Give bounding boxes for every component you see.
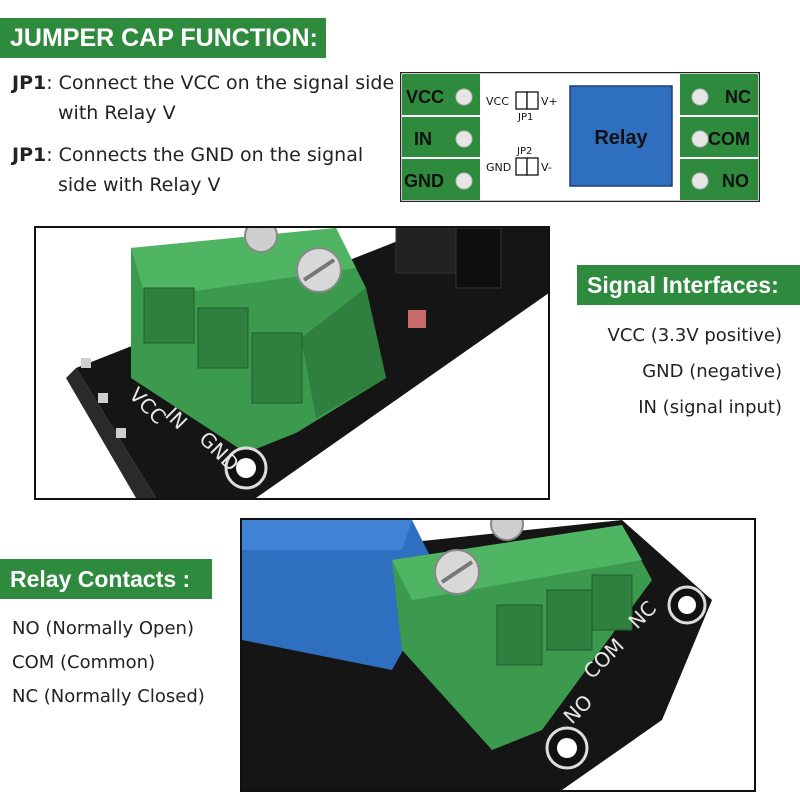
jp1-label: JP1 [517, 112, 533, 123]
signal-interfaces-list: VCC (3.3V positive) GND (negative) IN (s… [608, 318, 782, 426]
jp1-right-label: V+ [541, 95, 558, 108]
signal-item-in: IN (signal input) [638, 397, 782, 418]
jumper-schematic: VCC IN GND VCC V+ JP1 JP2 GND V- Relay N… [400, 72, 760, 202]
pin-label-no: NO [722, 171, 749, 191]
jumper-item-label: JP1 [12, 72, 47, 94]
pin-label-gnd: GND [404, 171, 444, 191]
jumper-item-1: JP1: Connect the VCC on the signal side … [12, 68, 394, 128]
jumper-item-2: JP1: Connects the GND on the signal side… [12, 140, 363, 200]
pin-dot [691, 88, 709, 106]
pin-label-vcc: VCC [406, 87, 444, 107]
signal-item-vcc: VCC (3.3V positive) [607, 325, 782, 346]
relay-body [242, 520, 442, 670]
relay-item-nc: NC (Normally Closed) [12, 686, 205, 707]
relay-contacts-heading: Relay Contacts : [0, 559, 212, 599]
jp2-label: JP2 [516, 146, 532, 157]
led-indicator [408, 310, 426, 328]
relay-contacts-list: NO (Normally Open) COM (Common) NC (Norm… [12, 612, 205, 714]
relay-contacts-title: Relay Contacts : [10, 565, 191, 592]
jumper-item-label: JP1 [12, 144, 47, 166]
jp1-left-label: VCC [486, 95, 509, 108]
jumper-item-text: : Connects the GND on the signal [46, 144, 364, 166]
relay-label: Relay [594, 127, 648, 149]
jp2-left-label: GND [486, 161, 511, 174]
jumper-cap-title: JUMPER CAP FUNCTION: [10, 23, 318, 52]
screw-icon [244, 228, 278, 253]
jp2-right-label: V- [541, 161, 552, 174]
pin-dot [455, 88, 473, 106]
signal-terminal-photo: VCC IN GND [34, 226, 550, 500]
pin-label-nc: NC [725, 87, 751, 107]
jumper-item-text-cont: with Relay V [58, 102, 176, 124]
pin-dot [691, 172, 709, 190]
signal-interfaces-title: Signal Interfaces: [587, 271, 779, 298]
screw-icon [490, 520, 524, 541]
pin-dot [455, 172, 473, 190]
jumper-item-text-cont: side with Relay V [58, 174, 221, 196]
signal-item-gnd: GND (negative) [642, 361, 782, 382]
jumper-cap-heading: JUMPER CAP FUNCTION: [0, 18, 326, 58]
jumper-item-text: : Connect the VCC on the signal side [46, 72, 395, 94]
pin-label-in: IN [414, 129, 432, 149]
signal-interfaces-heading: Signal Interfaces: [577, 265, 800, 305]
relay-block [569, 85, 673, 187]
pin-dot [455, 130, 473, 148]
relay-terminal-photo: NC COM NO [240, 518, 756, 792]
pin-dot [691, 130, 709, 148]
pin-label-com: COM [708, 129, 750, 149]
relay-item-no: NO (Normally Open) [12, 618, 194, 639]
relay-item-com: COM (Common) [12, 652, 156, 673]
